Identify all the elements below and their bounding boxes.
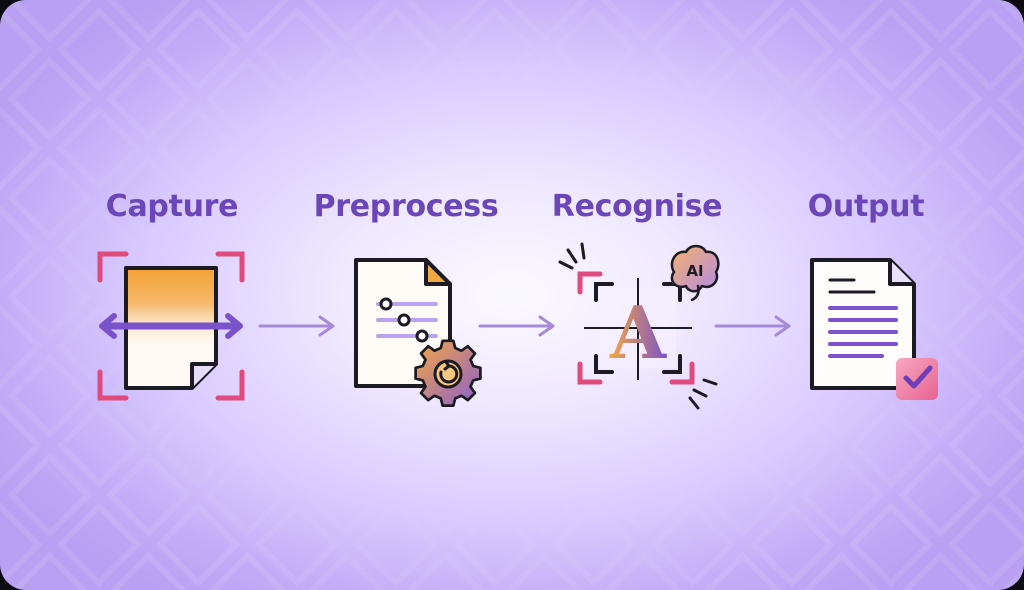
arrow-right-icon	[258, 314, 338, 343]
step-title-recognise: Recognise	[551, 189, 723, 224]
ai-label: AI	[686, 262, 703, 280]
step-title-output: Output	[807, 189, 925, 224]
arrow-right-icon	[714, 314, 794, 343]
document-scan-icon	[92, 240, 252, 410]
document-settings-icon	[344, 240, 484, 410]
character-recognition-icon: A AI	[554, 240, 734, 412]
document-check-icon	[804, 240, 954, 410]
recognised-letter: A	[609, 290, 667, 375]
step-title-capture: Capture	[105, 189, 239, 224]
step-title-preprocess: Preprocess	[313, 189, 499, 224]
arrow-right-icon	[478, 314, 558, 343]
ai-brain-icon: AI	[670, 244, 720, 302]
